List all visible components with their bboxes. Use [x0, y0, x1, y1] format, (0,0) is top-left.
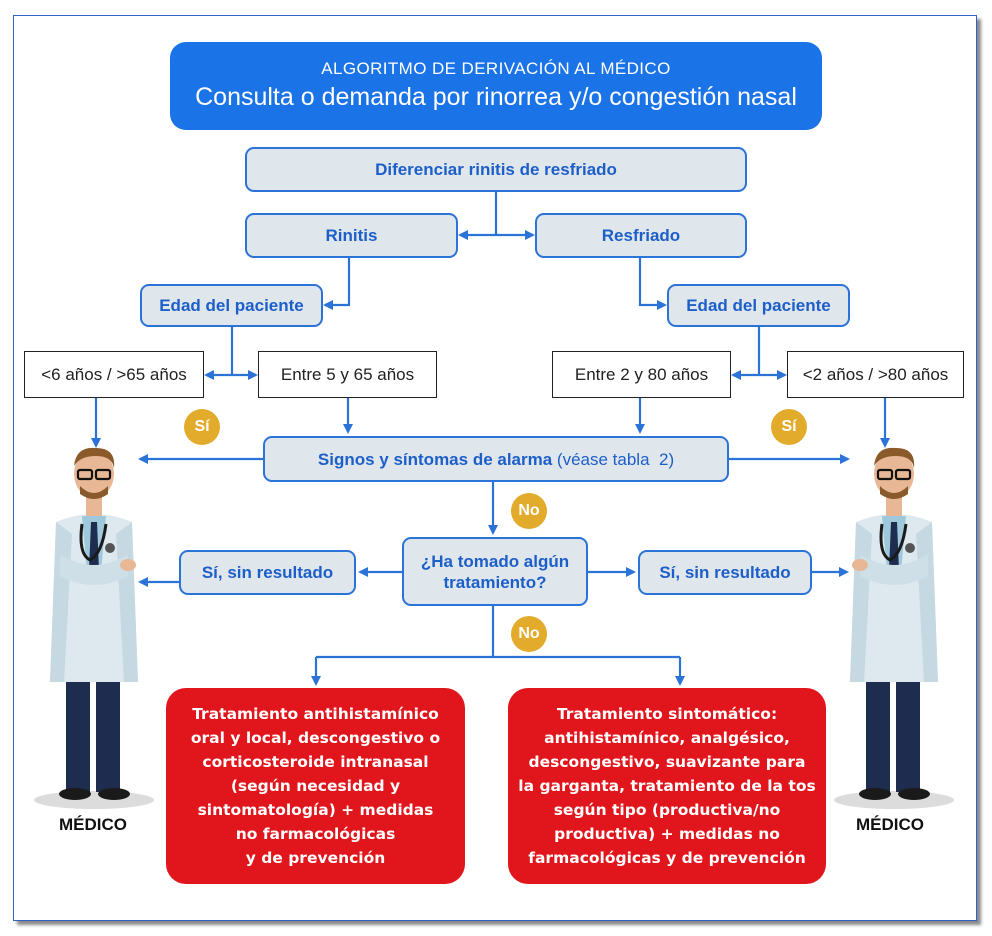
doctor-illustration-left	[34, 447, 154, 809]
badge-si-left: Sí	[184, 409, 220, 445]
badge-no-1: No	[511, 493, 547, 529]
node-tratamiento-question: ¿Ha tomado algún tratamiento?	[402, 537, 588, 606]
treatment-right-line: la garganta, tratamiento de la tos	[518, 777, 816, 795]
treatment-right-line: productiva) + medidas no	[554, 825, 780, 843]
title-heading: ALGORITMO DE DERIVACIÓN AL MÉDICO	[321, 59, 671, 78]
title-subheading: Consulta o demanda por rinorrea y/o cong…	[195, 83, 797, 111]
node-edad-left: Edad del paciente	[140, 284, 323, 327]
treatment-right-line: Tratamiento sintomático:	[556, 705, 778, 723]
node-age-lt6-gt65: <6 años / >65 años	[24, 351, 204, 398]
tratamiento-line1: ¿Ha tomado algún	[420, 551, 570, 571]
treatment-right-line: farmacológicas y de prevención	[528, 849, 806, 867]
treatment-left-line: (según necesidad y	[230, 777, 401, 795]
node-si-sin-resultado-left: Sí, sin resultado	[179, 550, 356, 595]
node-age-5-65: Entre 5 y 65 años	[258, 351, 437, 398]
treatment-box-rinitis: Tratamiento antihistamínico oral y local…	[166, 688, 465, 884]
node-diferenciar: Diferenciar rinitis de resfriado	[245, 147, 747, 192]
treatment-left-line: sintomatología) + medidas	[197, 801, 434, 819]
doctor-label-right: MÉDICO	[856, 815, 924, 834]
node-si-sin-resultado-right: Sí, sin resultado	[638, 550, 812, 595]
badge-si-right: Sí	[771, 409, 807, 445]
signos-label: Signos y síntomas de alarma	[317, 449, 553, 469]
node-resfriado: Resfriado	[535, 213, 747, 258]
node-signos-alarma: Signos y síntomas de alarma (véase tabla…	[263, 436, 729, 482]
doctor-label-left: MÉDICO	[59, 815, 127, 834]
treatment-right-line: antihistamínico, analgésico,	[544, 729, 790, 747]
treatment-right-line: según tipo (productiva/no	[553, 801, 781, 819]
treatment-box-resfriado: Tratamiento sintomático: antihistamínico…	[508, 688, 826, 884]
treatment-left-line: oral y local, descongestivo o	[190, 729, 441, 747]
node-age-2-80: Entre 2 y 80 años	[552, 351, 731, 398]
treatment-left-line: Tratamiento antihistamínico	[192, 705, 439, 723]
treatment-left-line: y de prevención	[245, 849, 386, 867]
signos-note: (véase tabla 2)	[552, 449, 675, 469]
treatment-left-line: corticosteroide intranasal	[202, 753, 429, 771]
node-edad-right: Edad del paciente	[667, 284, 850, 327]
doctor-illustration-right	[834, 447, 954, 809]
node-age-lt2-gt80: <2 años / >80 años	[787, 351, 964, 398]
title-banner: ALGORITMO DE DERIVACIÓN AL MÉDICO Consul…	[170, 42, 822, 130]
tratamiento-line2: tratamiento?	[443, 572, 547, 592]
node-rinitis: Rinitis	[245, 213, 458, 258]
treatment-left-line: no farmacológicas	[235, 825, 396, 843]
badge-no-2: No	[511, 616, 547, 652]
treatment-right-line: descongestivo, suavizante para	[528, 753, 806, 771]
